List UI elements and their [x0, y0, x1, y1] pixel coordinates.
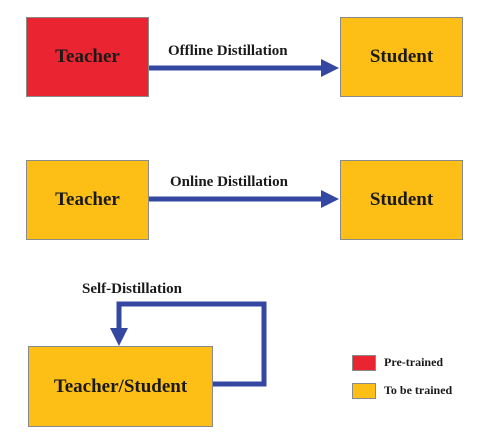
online-student-label: Student: [369, 189, 434, 210]
offline-arrow: [149, 59, 339, 77]
online-student-box: Student: [340, 160, 463, 240]
offline-teacher-box: Teacher: [26, 17, 149, 97]
offline-student-box: Student: [340, 17, 463, 97]
self-distillation-arrow: [110, 301, 267, 387]
legend-swatch-pretrained: [352, 355, 376, 371]
legend-label-pretrained: Pre-trained: [384, 355, 444, 369]
legend-swatch-to-be-trained: [352, 383, 376, 399]
offline-student-label: Student: [369, 46, 434, 67]
online-teacher-box: Teacher: [26, 160, 149, 240]
legend-label-to-be-trained: To be trained: [384, 383, 453, 397]
teacher-student-box: Teacher/Student: [28, 346, 213, 427]
online-arrow: [149, 190, 339, 208]
offline-teacher-label: Teacher: [55, 46, 120, 67]
online-teacher-label: Teacher: [55, 189, 120, 210]
self-distillation-label: Self-Distillation: [82, 281, 182, 297]
online-distillation-label: Online Distillation: [170, 174, 288, 190]
offline-distillation-label: Offline Distillation: [168, 43, 288, 59]
teacher-student-label: Teacher/Student: [53, 375, 188, 397]
